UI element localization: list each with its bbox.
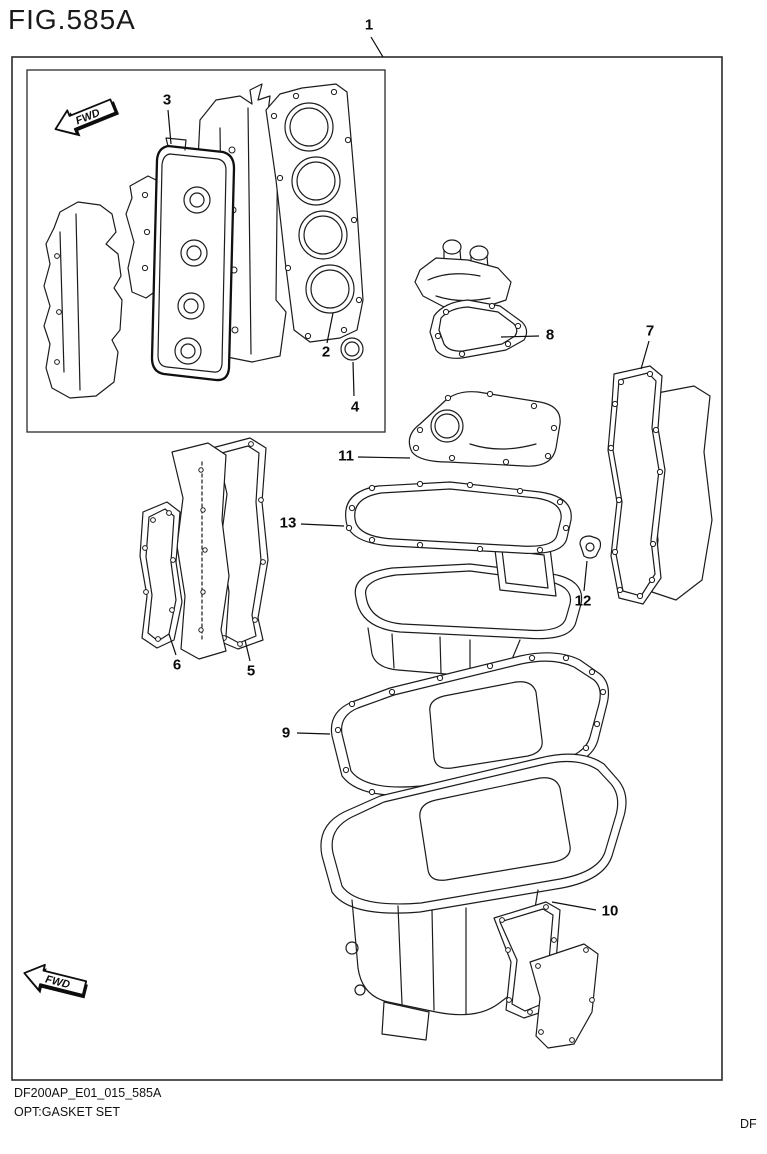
figure-title: FIG.585A	[8, 4, 136, 35]
head-gasket-item-2	[265, 83, 364, 343]
gaskets-item-5-6	[139, 437, 269, 660]
outer-frame	[11, 56, 723, 1081]
gasket-13-bolt-holes	[345, 480, 570, 554]
valve-cover-gasket-item-3	[150, 137, 236, 382]
part-callout-6: 6	[172, 656, 182, 674]
oil-pan-item-10	[320, 753, 627, 1049]
head-cover-profile-drawing	[43, 201, 123, 399]
leader-lines	[167, 36, 650, 911]
part-callout-7: 7	[645, 322, 655, 340]
inner-frame	[26, 69, 386, 433]
footer-model-code: DF200AP_E01_015_585A	[14, 1086, 162, 1100]
side-gaskets-item-7	[607, 365, 713, 605]
gasket-item-11	[408, 390, 561, 467]
part-callout-5: 5	[246, 662, 256, 680]
part-callout-8: 8	[545, 326, 555, 344]
oring-item-4	[340, 337, 364, 361]
side-gasket-bolt-holes	[607, 370, 664, 600]
fwd-arrow-top-icon: FWD	[54, 98, 120, 137]
part-callout-9: 9	[281, 724, 291, 742]
gasket-item-13	[345, 480, 572, 555]
part-callout-1: 1	[364, 16, 374, 34]
corner-code: DF	[740, 1117, 757, 1131]
part-callout-10: 10	[601, 902, 619, 920]
thermostat-cover-item-8	[414, 239, 528, 359]
engine-holder-drawing	[354, 541, 583, 677]
seal-item-12	[579, 535, 602, 559]
footer-caption: OPT:GASKET SET	[14, 1105, 121, 1119]
fwd-arrow-bottom-icon: FWD	[23, 963, 88, 999]
part-callout-11: 11	[338, 447, 354, 465]
part-callout-2: 2	[321, 343, 331, 361]
fwd-arrow-bottom-label: FWD	[44, 974, 71, 992]
part-callout-12: 12	[574, 592, 592, 610]
part-callout-13: 13	[279, 514, 297, 532]
part-callout-4: 4	[350, 398, 360, 416]
part-callout-3: 3	[162, 91, 172, 109]
head-gasket-bolt-holes	[270, 88, 363, 340]
